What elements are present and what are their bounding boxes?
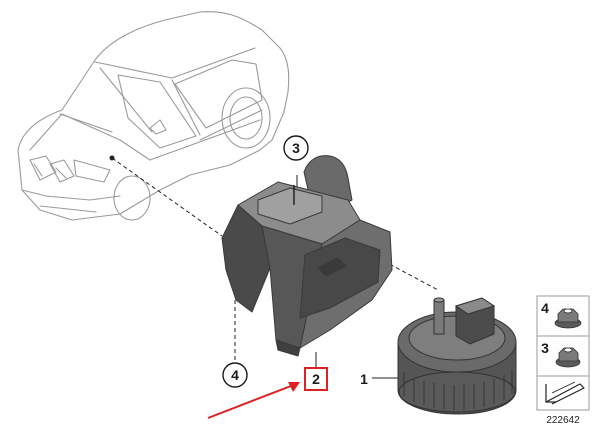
callout-2-label: 2 bbox=[312, 371, 320, 387]
callout-1: 1 bbox=[360, 371, 368, 387]
horn-ribs bbox=[403, 370, 513, 410]
flange-nut-icon bbox=[555, 347, 581, 368]
callout-3-label: 3 bbox=[292, 140, 300, 156]
location-leader-line bbox=[111, 157, 223, 237]
callout-1-label: 1 bbox=[360, 371, 368, 387]
red-pointer-arrow-icon bbox=[207, 382, 300, 419]
callout-4: 4 bbox=[222, 362, 248, 388]
callout-2: 2 bbox=[304, 367, 328, 391]
vehicle-outline-icon bbox=[17, 11, 290, 221]
callout-4-label: 4 bbox=[231, 367, 239, 383]
legend-nut-4-label: 4 bbox=[541, 300, 549, 316]
callout-3: 3 bbox=[283, 135, 309, 161]
callout-2-highlight-box bbox=[304, 367, 328, 391]
diagonal-arrow-icon bbox=[545, 381, 585, 405]
bracket-holder-part bbox=[221, 155, 393, 357]
diagram-number: 222642 bbox=[546, 415, 580, 426]
horn-part bbox=[397, 297, 517, 415]
legend-nut-3-label: 3 bbox=[541, 340, 549, 356]
flange-nut-icon bbox=[554, 308, 582, 329]
legend-panel: 4 3 222642 bbox=[536, 295, 590, 426]
